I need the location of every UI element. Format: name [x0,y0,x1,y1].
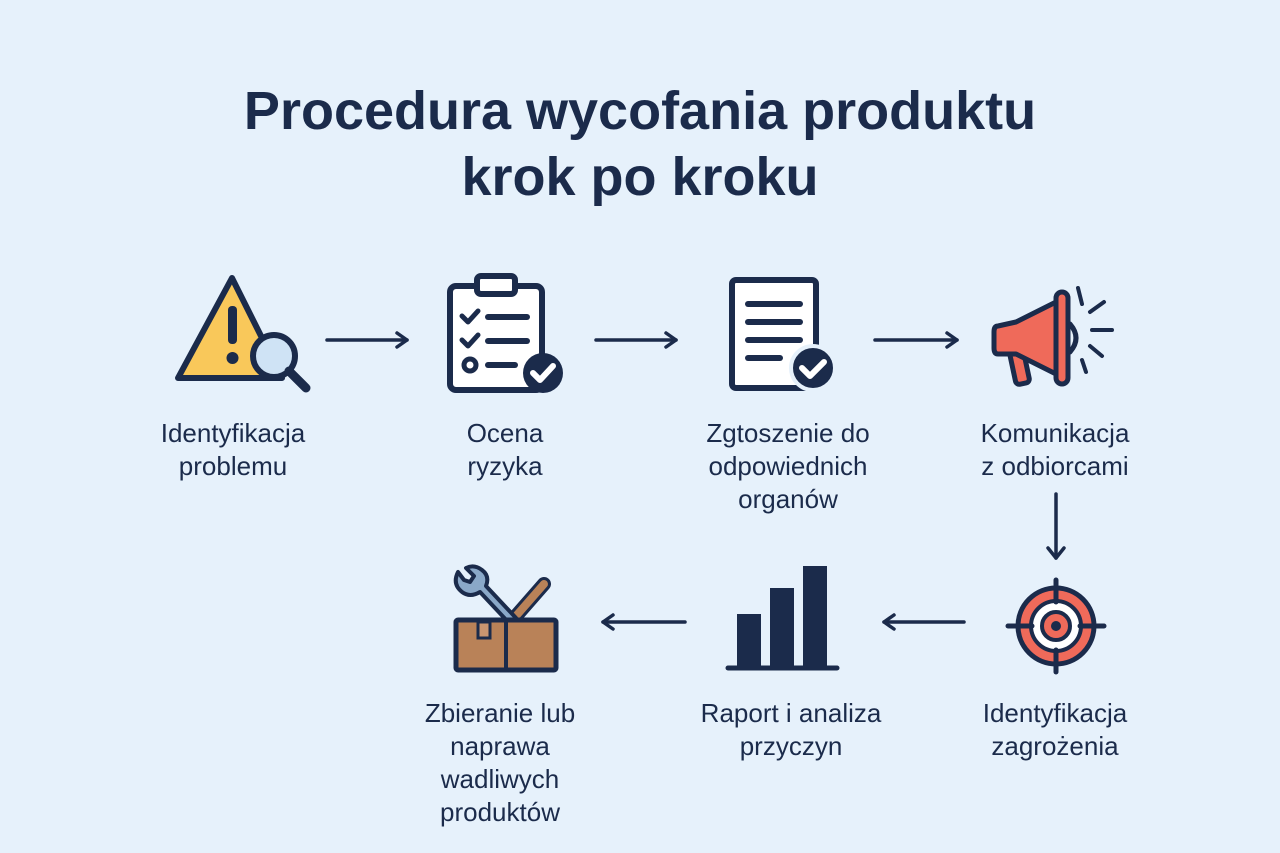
page-title: Procedura wycofania produktu krok po kro… [0,78,1280,210]
arrow-step3-to-step4 [873,331,961,349]
arrow-step6-to-step7 [601,613,687,631]
title-line-2: krok po kroku [461,147,819,207]
step-label-line: przyczyn [739,731,843,761]
target-icon [1004,577,1108,675]
toolbox-wrench-icon [448,562,563,674]
step-label-line: zagrożenia [991,731,1119,761]
title-line-1: Procedura wycofania produktu [243,81,1037,141]
step-label-line: ryzyka [467,451,543,481]
checklist-clipboard-icon [445,272,570,397]
step-label-line: Raport i analiza [700,698,882,728]
bar-chart-icon [725,562,841,672]
step-label-identification: Identyfikacja problemu [161,417,306,483]
step-label-collect-repair: Zbieranie lub naprawa wadliwych produktó… [425,697,575,829]
step-label-line: Komunikacja [980,418,1130,448]
step-label-line: z odbiorcami [981,451,1129,481]
step-label-line: Identyfikacja [982,698,1128,728]
arrow-step5-to-step6 [882,613,966,631]
step-label-line: Zgtoszenie do [706,418,870,448]
step-label-line: Identyfikacja [160,418,306,448]
step-label-line: odpowiednich [708,451,868,481]
step-label-line: Zbieranie lub [424,698,576,728]
document-check-icon [728,276,843,396]
step-label-risk-assessment: Ocena ryzyka [467,417,544,483]
step-label-report-analysis: Raport i analiza przyczyn [701,697,882,763]
step-label-line: produktów [440,797,560,827]
step-label-line: wadliwych [440,764,560,794]
step-label-line: organów [738,484,838,514]
step-label-line: problemu [178,451,288,481]
step-label-hazard-identification: Identyfikacja zagrożenia [983,697,1128,763]
arrow-step2-to-step3 [594,331,680,349]
step-label-line: Ocena [466,418,544,448]
arrow-step1-to-step2 [325,331,411,349]
step-label-line: naprawa [450,731,550,761]
arrow-step4-to-step5 [1046,492,1066,564]
step-label-report-to-authorities: Zgtoszenie do odpowiednich organów [706,417,869,516]
step-label-communication: Komunikacja z odbiorcami [981,417,1130,483]
warning-magnifier-icon [170,272,315,397]
megaphone-icon [990,282,1120,392]
